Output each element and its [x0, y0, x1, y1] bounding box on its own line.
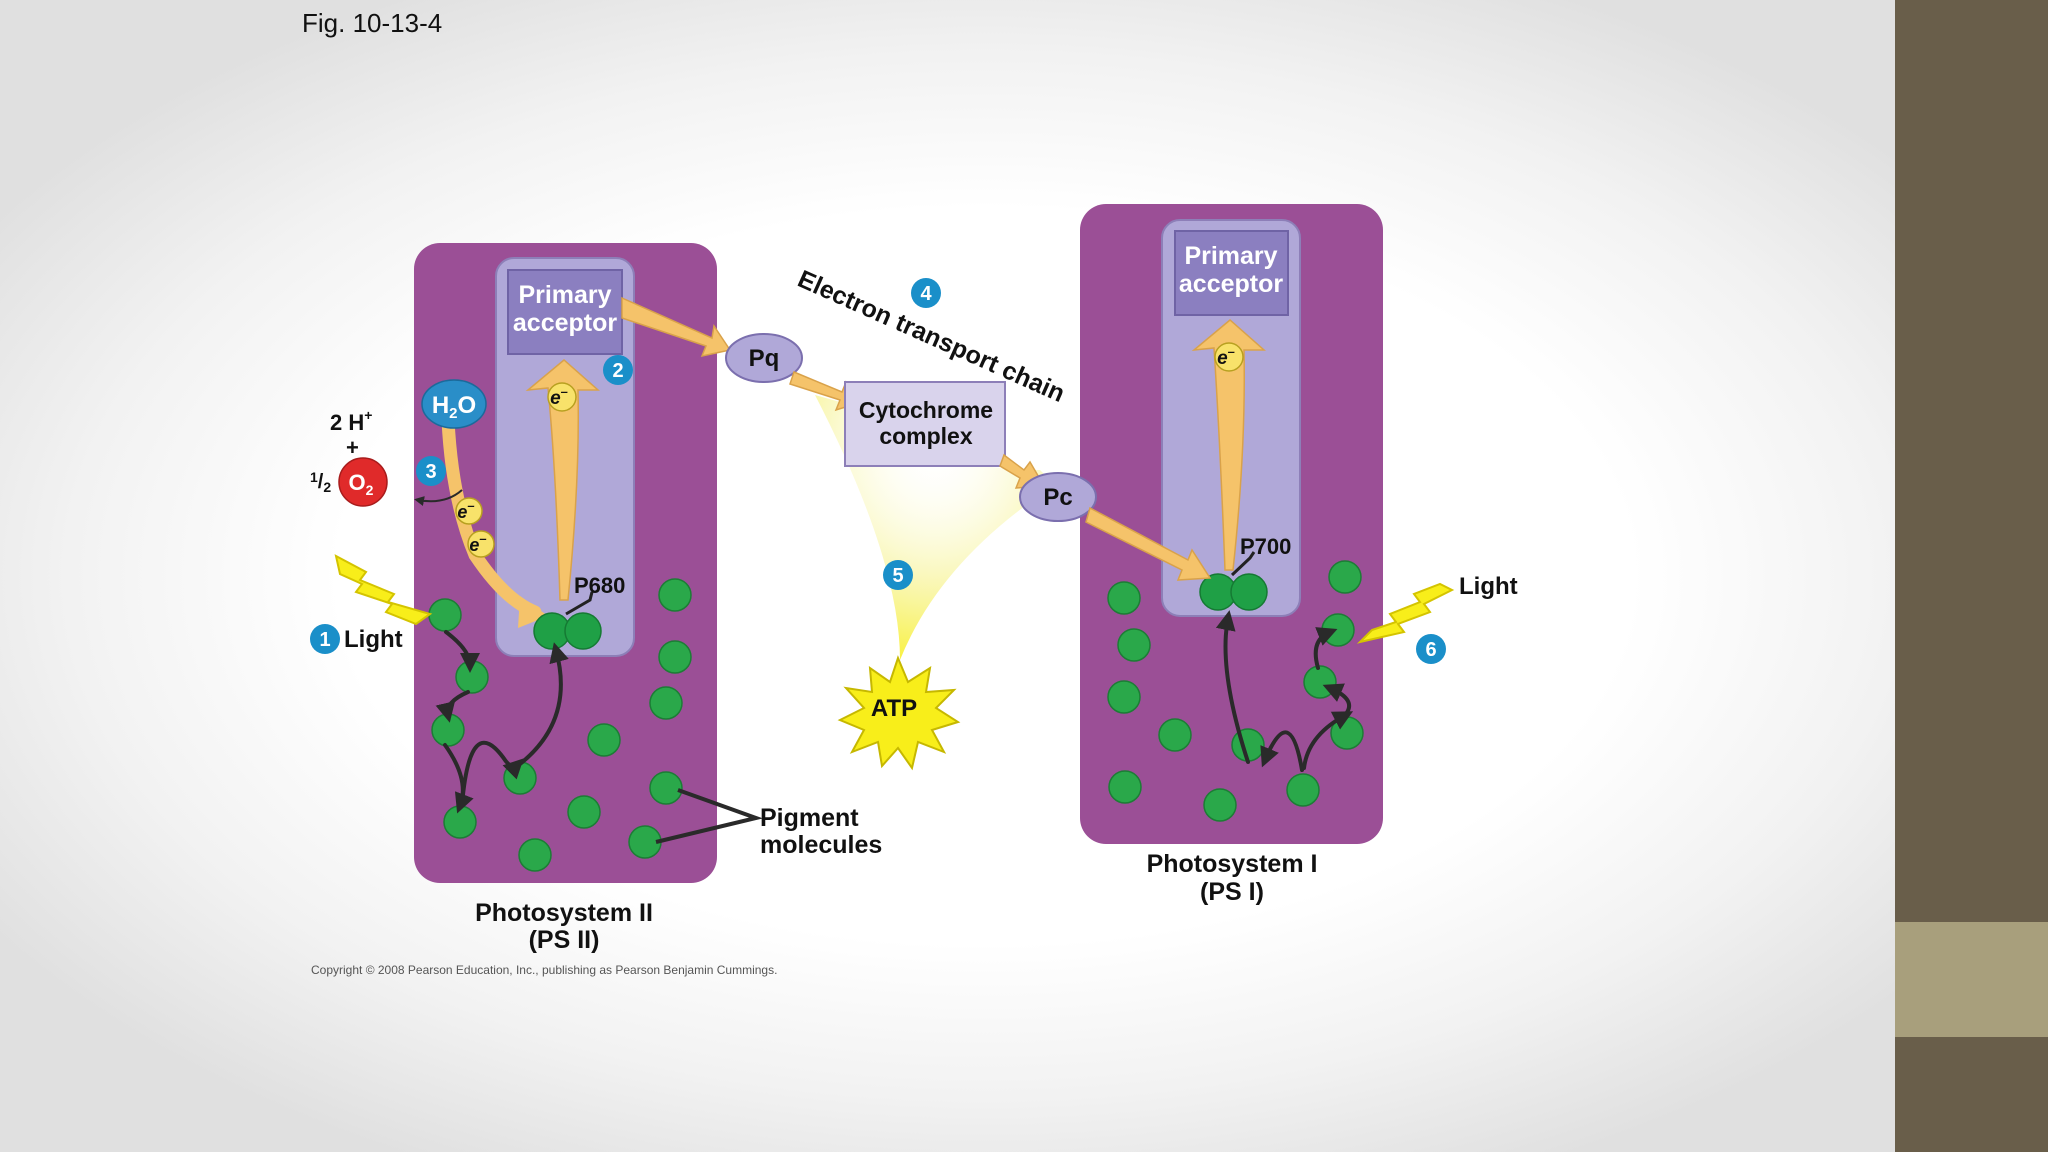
- pigment-molecule: [455, 660, 489, 694]
- oxygen-formula: O2: [349, 470, 374, 498]
- ps1-excitation-arrow: [1191, 319, 1266, 571]
- ps1-energy-transfer: [1215, 610, 1354, 772]
- half-fraction: 1/2: [310, 469, 331, 495]
- sidebar-accent-bar: [1895, 922, 2048, 1037]
- water-electron-arrowhead: [518, 596, 548, 628]
- ps2-name-line1: Photosystem II: [475, 899, 653, 927]
- water-formula: H2O: [432, 392, 476, 422]
- p700-pointer: [1230, 551, 1256, 577]
- pc-carrier: [1019, 472, 1097, 522]
- p680-chlorophyll-b: [564, 612, 602, 650]
- light-bolt-left: [334, 554, 433, 626]
- p680-pointer: [565, 591, 594, 616]
- ps2-acceptor-line2: acceptor: [513, 309, 617, 337]
- pigment-molecule: [1321, 613, 1355, 647]
- pigment-line2: molecules: [760, 831, 882, 859]
- p680-label: P680: [574, 573, 625, 598]
- cytochrome-complex-box: [844, 381, 1006, 467]
- pigment-molecule: [587, 723, 621, 757]
- pq-carrier: [725, 333, 803, 383]
- step-badge-number: 2: [612, 360, 623, 382]
- acceptor-to-pq-arrow: [621, 296, 732, 358]
- cytochrome-line2: complex: [879, 423, 973, 449]
- photosynthesis-diagram: Primary acceptor P680 Primary accepto: [310, 204, 1518, 977]
- step-badge-circle: [1416, 634, 1446, 664]
- sidebar-top-bar: [1895, 0, 2048, 922]
- step-badge-number: 1: [319, 629, 330, 651]
- pigment-molecule: [1303, 665, 1337, 699]
- ps1-primary-acceptor-box: [1174, 230, 1289, 316]
- pigment-molecule: [443, 805, 477, 839]
- step-badge-circle: [911, 278, 941, 308]
- step-badges: 1 2 3 4 5 6: [310, 278, 1446, 664]
- step-badge-number: 4: [920, 283, 932, 305]
- protons-label: 2 H+: [330, 407, 372, 435]
- pigment-molecule: [1158, 718, 1192, 752]
- ps2-excitation-arrow: [525, 359, 600, 601]
- oxygen-molecule: [338, 457, 388, 507]
- pigment-molecule: [1108, 770, 1142, 804]
- p700-label: P700: [1240, 534, 1291, 559]
- pigment-molecule: [503, 761, 537, 795]
- light-left-label: Light: [344, 626, 403, 653]
- step-badge-number: 3: [425, 461, 436, 483]
- step-badge-number: 6: [1425, 639, 1436, 661]
- p700-chlorophyll-b: [1230, 573, 1268, 611]
- step-badge-circle: [416, 456, 446, 486]
- svg-text:e–: e–: [457, 498, 474, 522]
- ps1-name-line1: Photosystem I: [1147, 850, 1318, 878]
- step-badge-circle: [883, 560, 913, 590]
- pigment-pointer-lines: [655, 788, 763, 844]
- atp-label: ATP: [871, 695, 917, 722]
- step-badge-number: 5: [892, 565, 903, 587]
- figure-label: Fig. 10-13-4: [302, 8, 443, 38]
- pigment-molecule: [658, 640, 692, 674]
- pigment-molecule: [649, 686, 683, 720]
- light-bolt-right: [1356, 582, 1455, 644]
- oxygen-release-arrow: [414, 489, 463, 507]
- pigment-molecule: [431, 713, 465, 747]
- svg-text:e–: e–: [550, 384, 568, 409]
- pigment-molecule: [428, 598, 462, 632]
- atp-starburst: [837, 655, 961, 771]
- water-molecule: [421, 379, 487, 429]
- pigment-line1: Pigment: [760, 804, 859, 832]
- electron-ps1: e–: [1214, 342, 1244, 372]
- pigment-molecule: [1117, 628, 1151, 662]
- svg-text:e–: e–: [1217, 344, 1235, 369]
- ps1-name-line2: (PS I): [1200, 878, 1264, 906]
- pigment-molecule: [518, 838, 552, 872]
- electron-water-1: e–: [455, 497, 483, 525]
- protons-plus: +: [346, 435, 359, 460]
- pigment-molecule: [1203, 788, 1237, 822]
- ps2-primary-acceptor-box: [507, 269, 623, 355]
- ps2-name-line2: (PS II): [529, 926, 600, 954]
- pigment-molecule: [1107, 581, 1141, 615]
- electron-water-2: e–: [467, 530, 495, 558]
- pc-label: Pc: [1043, 484, 1072, 511]
- ps2-energy-transfer: [435, 630, 569, 814]
- pigment-molecule: [649, 771, 683, 805]
- pigment-molecule: [1286, 773, 1320, 807]
- ps2-acceptor-line1: Primary: [518, 281, 611, 309]
- light-right-label: Light: [1459, 573, 1518, 600]
- cytochrome-line1: Cytochrome: [859, 397, 993, 423]
- pigment-molecule: [567, 795, 601, 829]
- pigment-molecule: [1328, 560, 1362, 594]
- step-badge-circle: [603, 355, 633, 385]
- ps1-acceptor-line2: acceptor: [1179, 270, 1283, 298]
- pq-label: Pq: [749, 345, 780, 372]
- pc-to-p700-arrow: [1085, 506, 1212, 581]
- sidebar-bottom-bar: [1895, 1037, 2048, 1152]
- svg-text:e–: e–: [469, 531, 486, 555]
- copyright-line: Copyright © 2008 Pearson Education, Inc.…: [311, 963, 777, 977]
- pigment-molecule: [658, 578, 692, 612]
- ps1-acceptor-line1: Primary: [1184, 242, 1277, 270]
- step-badge-circle: [310, 624, 340, 654]
- electron-ps2: e–: [547, 382, 577, 412]
- pigment-molecule: [1107, 680, 1141, 714]
